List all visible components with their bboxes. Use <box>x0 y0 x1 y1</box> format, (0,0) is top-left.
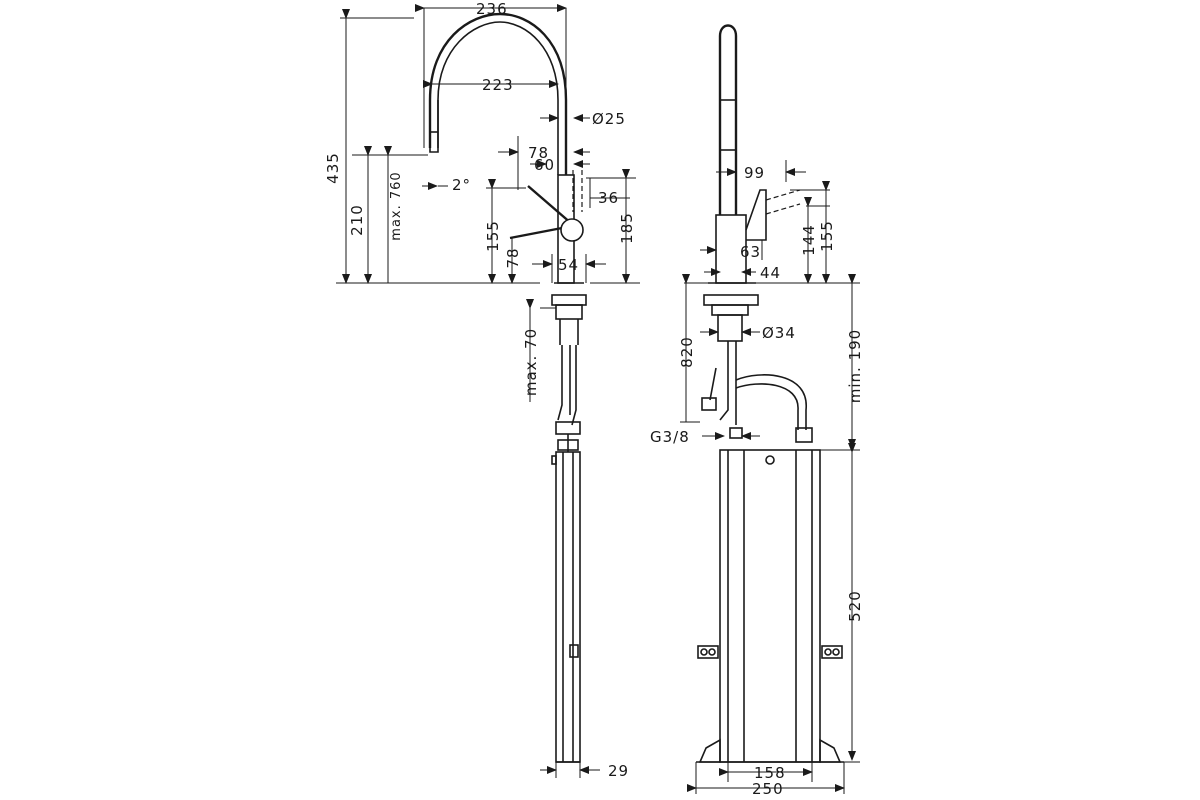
label-63: 63 <box>740 243 761 261</box>
label-820: 820 <box>678 336 696 368</box>
label-158: 158 <box>754 764 786 782</box>
label-29: 29 <box>608 762 629 780</box>
side-dimensions <box>680 160 860 794</box>
label-236: 236 <box>476 0 508 18</box>
label-250: 250 <box>752 780 784 798</box>
bracket-left <box>697 645 719 659</box>
label-min-190: min. 190 <box>846 329 864 403</box>
label-36: 36 <box>598 189 619 207</box>
label-max-760: max. 760 <box>389 171 404 240</box>
label-g3-8: G3/8 <box>650 428 690 446</box>
label-max-70: max. 70 <box>522 328 540 396</box>
label-155-front: 155 <box>484 220 502 252</box>
label-210: 210 <box>348 204 366 236</box>
label-99: 99 <box>744 164 765 182</box>
front-view <box>428 12 587 763</box>
label-diameter-34: Ø34 <box>762 324 796 342</box>
label-144: 144 <box>800 224 818 256</box>
side-view <box>696 24 844 763</box>
label-78-lower: 78 <box>504 247 522 268</box>
label-44: 44 <box>760 264 781 282</box>
label-54: 54 <box>558 256 579 274</box>
bracket-right <box>821 645 843 659</box>
label-60: 60 <box>534 156 555 174</box>
label-223: 223 <box>482 76 514 94</box>
label-520: 520 <box>846 590 864 622</box>
front-dimensions <box>336 4 640 778</box>
label-diameter-25: Ø25 <box>592 110 626 128</box>
dimension-labels: 236 223 Ø25 78 60 36 435 210 max. 760 2°… <box>324 0 864 798</box>
label-2-degree: 2° <box>452 176 471 194</box>
label-78-top: 78 <box>528 144 549 162</box>
label-435: 435 <box>324 152 342 184</box>
label-155-side: 155 <box>818 220 836 252</box>
label-185: 185 <box>618 212 636 244</box>
